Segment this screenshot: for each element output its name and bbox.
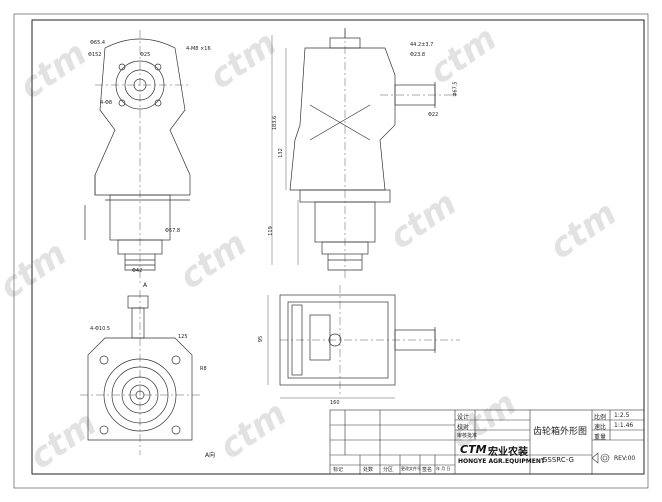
watermark: ctm	[0, 233, 74, 307]
watermark: ctm	[542, 193, 624, 267]
side-view	[271, 28, 460, 280]
watermark: ctm	[382, 183, 464, 257]
dim-label: Φ67.5	[452, 81, 459, 97]
design-label: 设计	[457, 414, 470, 421]
company-logo: CTM	[460, 443, 487, 456]
dim-label: R8	[200, 366, 207, 372]
scale-label: 比例	[594, 414, 607, 421]
dim-label: 119	[267, 226, 274, 236]
dim-label: Φ22	[428, 112, 439, 118]
view-label-a: A	[143, 282, 148, 289]
dim-label: 4-Φ8	[100, 100, 113, 106]
watermark: ctm	[22, 403, 104, 477]
scale-value: 1:2.5	[614, 412, 630, 419]
dim-label: 183.6	[272, 115, 279, 131]
watermark: ctm	[172, 223, 254, 297]
view-label-aa: A向	[205, 452, 216, 459]
rev-col: 处数	[363, 467, 374, 473]
dim-label: 125	[178, 334, 188, 340]
ratio-value: 1:1.46	[614, 422, 634, 429]
dim-label: Φ42	[132, 268, 143, 274]
watermark-layer: ctm ctm ctm ctm ctm ctm ctm ctm ctm ctm	[0, 18, 624, 477]
rev-col: 签名	[422, 467, 433, 473]
company-name-cn: 宏业农装	[488, 447, 528, 458]
plan-view	[267, 285, 460, 399]
dim-label: 95	[258, 335, 265, 343]
watermark: ctm	[212, 393, 294, 467]
company-name-en: HONGYE AGR.EQUIPMENT	[458, 458, 545, 465]
dim-label: Φ57.8	[165, 228, 181, 234]
dim-label: Φ152	[88, 52, 102, 58]
check-label: 校对	[457, 424, 470, 431]
watermark: ctm	[422, 18, 504, 92]
bottom-left-view	[80, 290, 200, 455]
watermark: ctm	[202, 23, 284, 97]
dim-label: 4-M8 ×16	[186, 46, 211, 52]
revision: REV:00	[614, 455, 636, 462]
rev-col: 分区	[383, 467, 394, 473]
outer-border	[13, 13, 649, 489]
dim-label: Φ25	[140, 52, 151, 58]
front-view	[84, 30, 191, 285]
rev-col: 标记	[333, 467, 344, 473]
model-number: GSSRC-G	[542, 456, 574, 464]
dim-label: 44.2±3.7	[410, 42, 434, 48]
title-block	[329, 409, 645, 475]
approve-label: 审核批准	[457, 433, 478, 439]
watermark: ctm	[12, 33, 94, 107]
rev-col: 更改文件号	[401, 466, 421, 471]
dim-label: Φ65.4	[90, 40, 106, 46]
drawing-title: 齿轮箱外形图	[533, 427, 588, 437]
weight-label: 重量	[594, 434, 607, 441]
dim-label: Φ23.8	[410, 52, 426, 58]
rev-col: 年 月 日	[436, 466, 451, 471]
dim-label: 160	[330, 400, 340, 406]
ratio-label: 速比	[594, 424, 607, 431]
dim-label: 4-Φ10.5	[90, 326, 111, 332]
dim-label: 132	[277, 148, 284, 158]
